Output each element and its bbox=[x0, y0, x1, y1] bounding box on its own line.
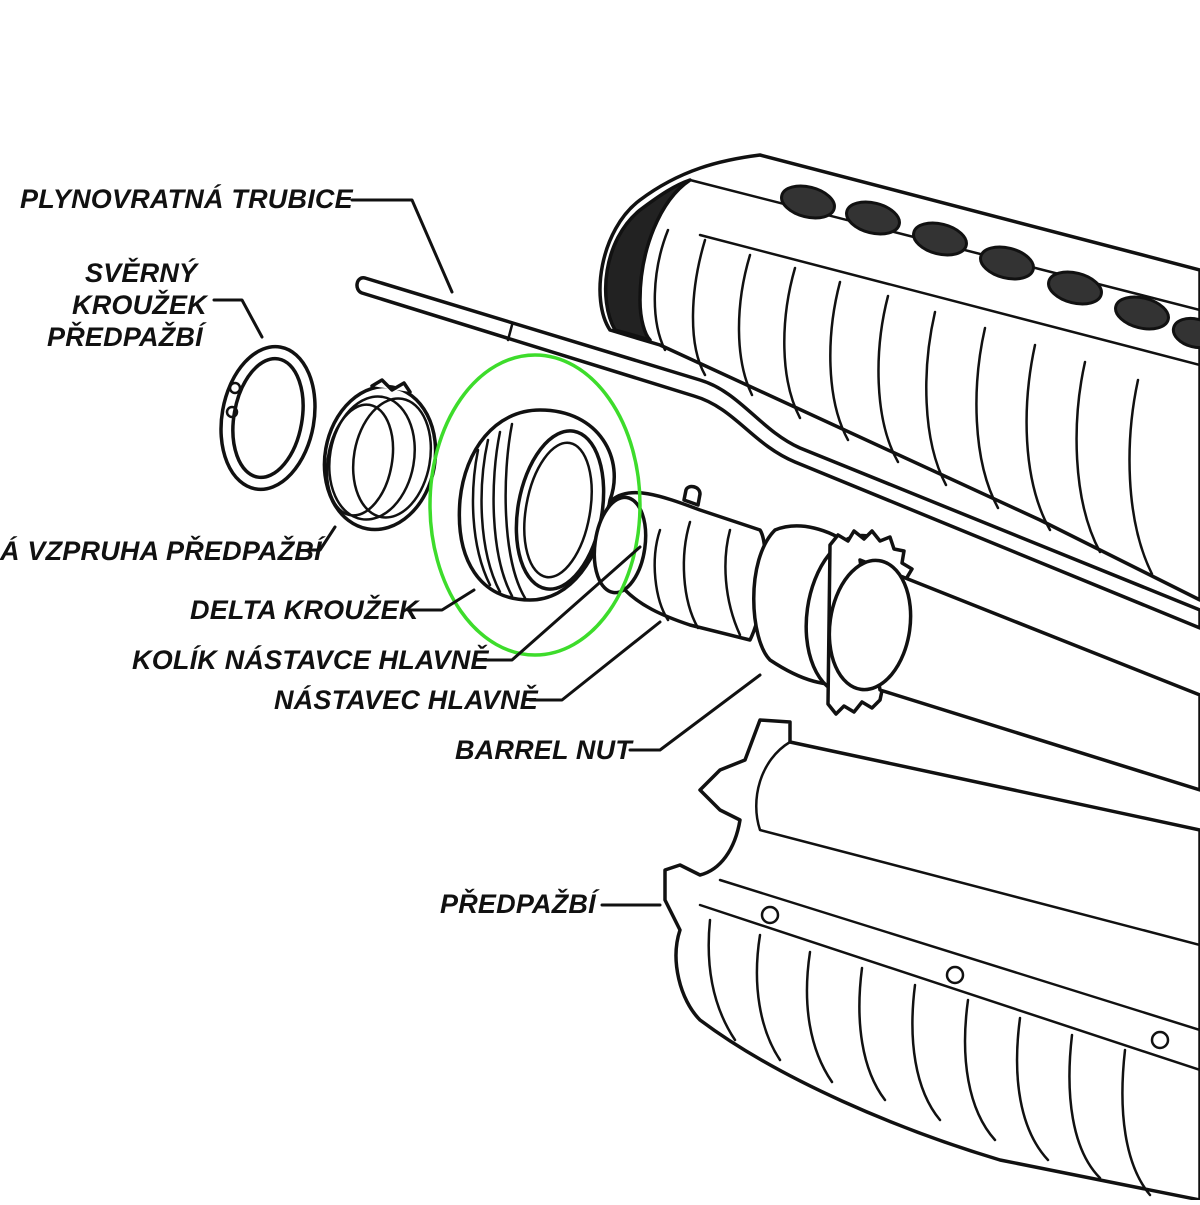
leader-lines bbox=[212, 198, 762, 907]
upper-handguard bbox=[598, 153, 1200, 602]
delta-ring-part bbox=[457, 408, 616, 602]
barrel-extension-pin bbox=[682, 484, 702, 507]
label-barrel-extension-pin: KOLÍK NÁSTAVCE HLAVNĚ bbox=[132, 645, 489, 675]
label-handguard: PŘEDPAŽBÍ bbox=[440, 889, 596, 919]
lower-handguard-ribs bbox=[707, 918, 1152, 1197]
handguard-snap-ring bbox=[219, 344, 317, 492]
highlight-circle bbox=[428, 353, 642, 657]
label-weld-spring: Á VZPRUHA PŘEDPAŽBÍ bbox=[0, 536, 322, 566]
label-barrel-extension: NÁSTAVEC HLAVNĚ bbox=[274, 685, 539, 715]
lower-handguard bbox=[663, 718, 1200, 1202]
barrel-extension bbox=[592, 484, 767, 642]
vent-holes bbox=[780, 184, 1200, 350]
handguard-ribs bbox=[653, 228, 1154, 576]
barrel bbox=[827, 558, 1200, 792]
label-delta-ring: DELTA KROUŽEK bbox=[190, 595, 419, 625]
weld-spring bbox=[322, 378, 438, 532]
gas-tube bbox=[355, 276, 1200, 630]
label-gas-tube: PLYNOVRATNÁ TRUBICE bbox=[20, 184, 353, 214]
label-snap-ring-line1: SVĚRNÝ bbox=[85, 258, 198, 288]
label-snap-ring-line3: PŘEDPAŽBÍ bbox=[47, 322, 203, 352]
label-snap-ring-line2: KROUŽEK bbox=[72, 290, 207, 320]
label-barrel-nut: BARREL NUT bbox=[455, 735, 632, 765]
